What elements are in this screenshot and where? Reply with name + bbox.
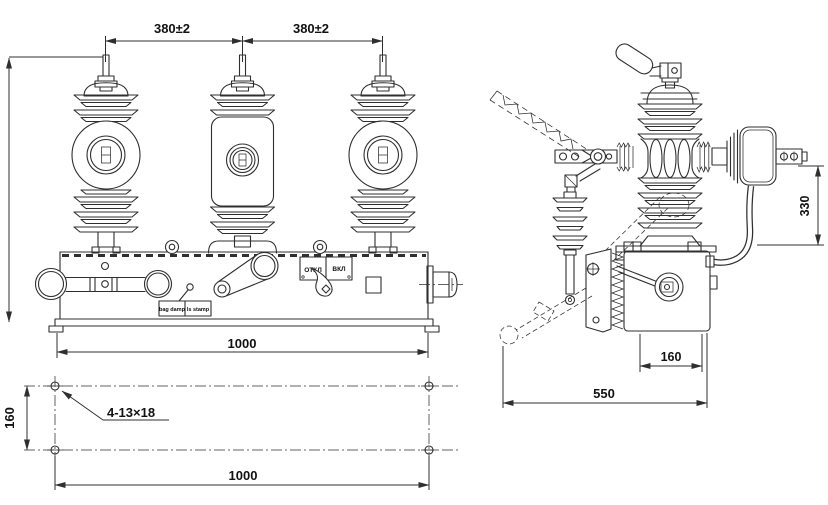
dim-550: 550 — [593, 386, 615, 401]
side-view: 330 160 550 — [489, 43, 824, 408]
hanging-insulator — [552, 163, 601, 306]
position-indicator-plate: ОТКЛ ВКЛ — [299, 256, 353, 297]
lifting-lug-left — [164, 239, 180, 255]
dimension-terminal-height: 330 — [757, 165, 824, 246]
mounting-slot-marks — [47, 381, 437, 455]
dim-330: 330 — [798, 196, 812, 217]
nameplate-right-text: ls stamp — [187, 307, 210, 313]
dimension-hole-span: 1000 — [54, 456, 430, 490]
side-cable-connector — [419, 265, 463, 304]
indicator-on-label: ВКЛ — [332, 266, 346, 273]
lever-phantom-down — [499, 287, 593, 345]
bushing-middle — [209, 55, 277, 253]
dimension-pitch-right: 380±2 — [242, 21, 383, 62]
dim-1000-front: 1000 — [228, 336, 257, 351]
dimension-row-spacing: 160 — [2, 385, 30, 451]
dimension-base-width: 1000 — [56, 333, 429, 358]
aux-port — [365, 276, 382, 294]
dim-380-right: 380±2 — [293, 21, 329, 36]
manual-knob — [615, 43, 682, 89]
height-dimension-line — [6, 56, 103, 323]
dim-380-left: 380±2 — [154, 21, 190, 36]
manual-operation-shafts — [34, 261, 173, 301]
dimension-box-depth: 160 — [639, 334, 703, 372]
arrester-assembly — [696, 126, 808, 268]
slot-note-text: 4-13×18 — [107, 405, 155, 420]
dim-160-side: 160 — [661, 350, 682, 364]
dim-1000-holes: 1000 — [229, 468, 258, 483]
dimension-overall-depth: 550 — [502, 333, 708, 408]
mounting-hole-view: 160 4-13×18 1000 — [2, 376, 458, 490]
position-pointer — [310, 267, 333, 297]
lifting-lug-right — [312, 239, 328, 255]
rating-nameplate: bag damp ls stamp — [158, 283, 212, 317]
operating-crank — [213, 251, 279, 298]
interrupter-column — [605, 84, 717, 261]
base-housing: bag damp ls stamp ОТКЛ ВКЛ — [34, 239, 463, 333]
drive-arm — [554, 142, 634, 172]
slot-callout: 4-13×18 — [61, 390, 169, 421]
spring-bracket — [585, 248, 625, 333]
dim-160-vertical: 160 — [2, 407, 17, 429]
front-view: 380±2 380±2 — [6, 21, 463, 358]
bushing-right — [349, 55, 417, 253]
mechanism-box — [616, 241, 718, 332]
dimension-pitch-left: 380±2 — [105, 21, 243, 62]
bushing-left — [72, 55, 140, 253]
lever-phantom-up — [489, 90, 589, 159]
nameplate-left-text: bag damp — [159, 307, 186, 313]
